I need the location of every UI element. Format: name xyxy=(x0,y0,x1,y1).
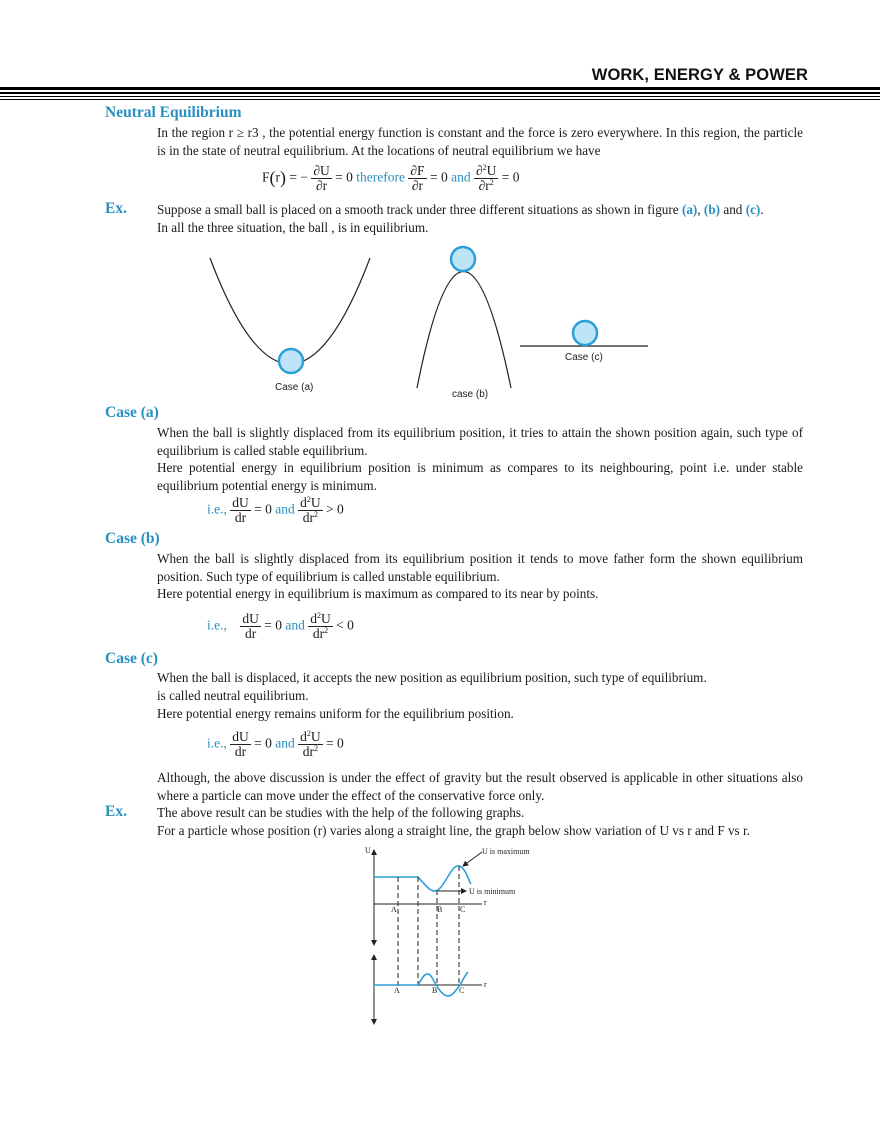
neutral-equation: F(r) = − ∂U∂r = 0 therefore ∂F∂r = 0 and… xyxy=(262,163,520,193)
case-c-paragraph-2: is called neutral equilibrium. xyxy=(157,688,309,703)
example-label-1: Ex. xyxy=(105,200,127,217)
header-rule-2 xyxy=(0,92,880,94)
case-b-heading: Case (b) xyxy=(105,530,160,547)
graph-a-label-top: A xyxy=(391,905,397,914)
case-b-paragraph-2: Here potential energy in equilibrium is … xyxy=(157,586,599,601)
case-a-ball xyxy=(277,347,305,375)
graph-c-label-top: C xyxy=(460,905,466,914)
graph-r-label-top: r xyxy=(484,898,487,907)
graph-umin-label: U is minimum xyxy=(469,887,516,896)
graph-a-label-bottom: A xyxy=(394,986,400,995)
case-a-paragraph-2: Here potential energy in equilibrium pos… xyxy=(157,460,803,493)
caption-case-b: case (b) xyxy=(452,389,489,400)
section-heading-neutral: Neutral Equilibrium xyxy=(105,104,242,121)
example-1-text: Suppose a small ball is placed on a smoo… xyxy=(157,202,764,235)
chapter-title: WORK, ENERGY & POWER xyxy=(591,66,808,84)
graph-r-label-bottom: r xyxy=(484,980,487,989)
header-rule-4 xyxy=(0,99,880,100)
graph-b-label-top: B xyxy=(437,905,443,914)
case-c-heading: Case (c) xyxy=(105,650,158,667)
case-c-paragraph-3: Here potential energy remains uniform fo… xyxy=(157,706,514,721)
case-b-paragraph-1: When the ball is slightly displaced from… xyxy=(157,551,803,584)
graph-b-label-bottom: B xyxy=(432,986,438,995)
graph-c-label-bottom: C xyxy=(459,986,465,995)
f-curve xyxy=(374,971,469,997)
case-b-track xyxy=(416,271,512,389)
u-curve xyxy=(374,865,472,892)
example-label-2: Ex. xyxy=(105,803,127,820)
example-2-line-1: The above result can be studies with the… xyxy=(157,805,525,820)
case-b-ball xyxy=(449,245,477,273)
case-c-paragraph-1: When the ball is displaced, it accepts t… xyxy=(157,670,707,685)
header-rule-3 xyxy=(0,95,880,97)
u-f-vs-r-graph xyxy=(371,849,483,1025)
neutral-paragraph: In the region r ≥ r3 , the potential ene… xyxy=(157,125,803,158)
umax-pointer xyxy=(462,851,483,867)
example-2-line-2: For a particle whose position (r) varies… xyxy=(157,823,750,838)
graph-u-label: U xyxy=(365,846,371,855)
case-a-heading: Case (a) xyxy=(105,404,159,421)
case-c-ball xyxy=(571,319,599,347)
header-rule-1 xyxy=(0,87,880,90)
caption-case-c: Case (c) xyxy=(565,352,603,363)
case-a-paragraph-1: When the ball is slightly displaced from… xyxy=(157,425,803,458)
case-c-paragraph-4: Although, the above discussion is under … xyxy=(157,770,803,803)
caption-case-a: Case (a) xyxy=(275,382,314,393)
graph-umax-label: U is maximum xyxy=(482,847,530,856)
equilibrium-cases-figure xyxy=(209,245,648,389)
